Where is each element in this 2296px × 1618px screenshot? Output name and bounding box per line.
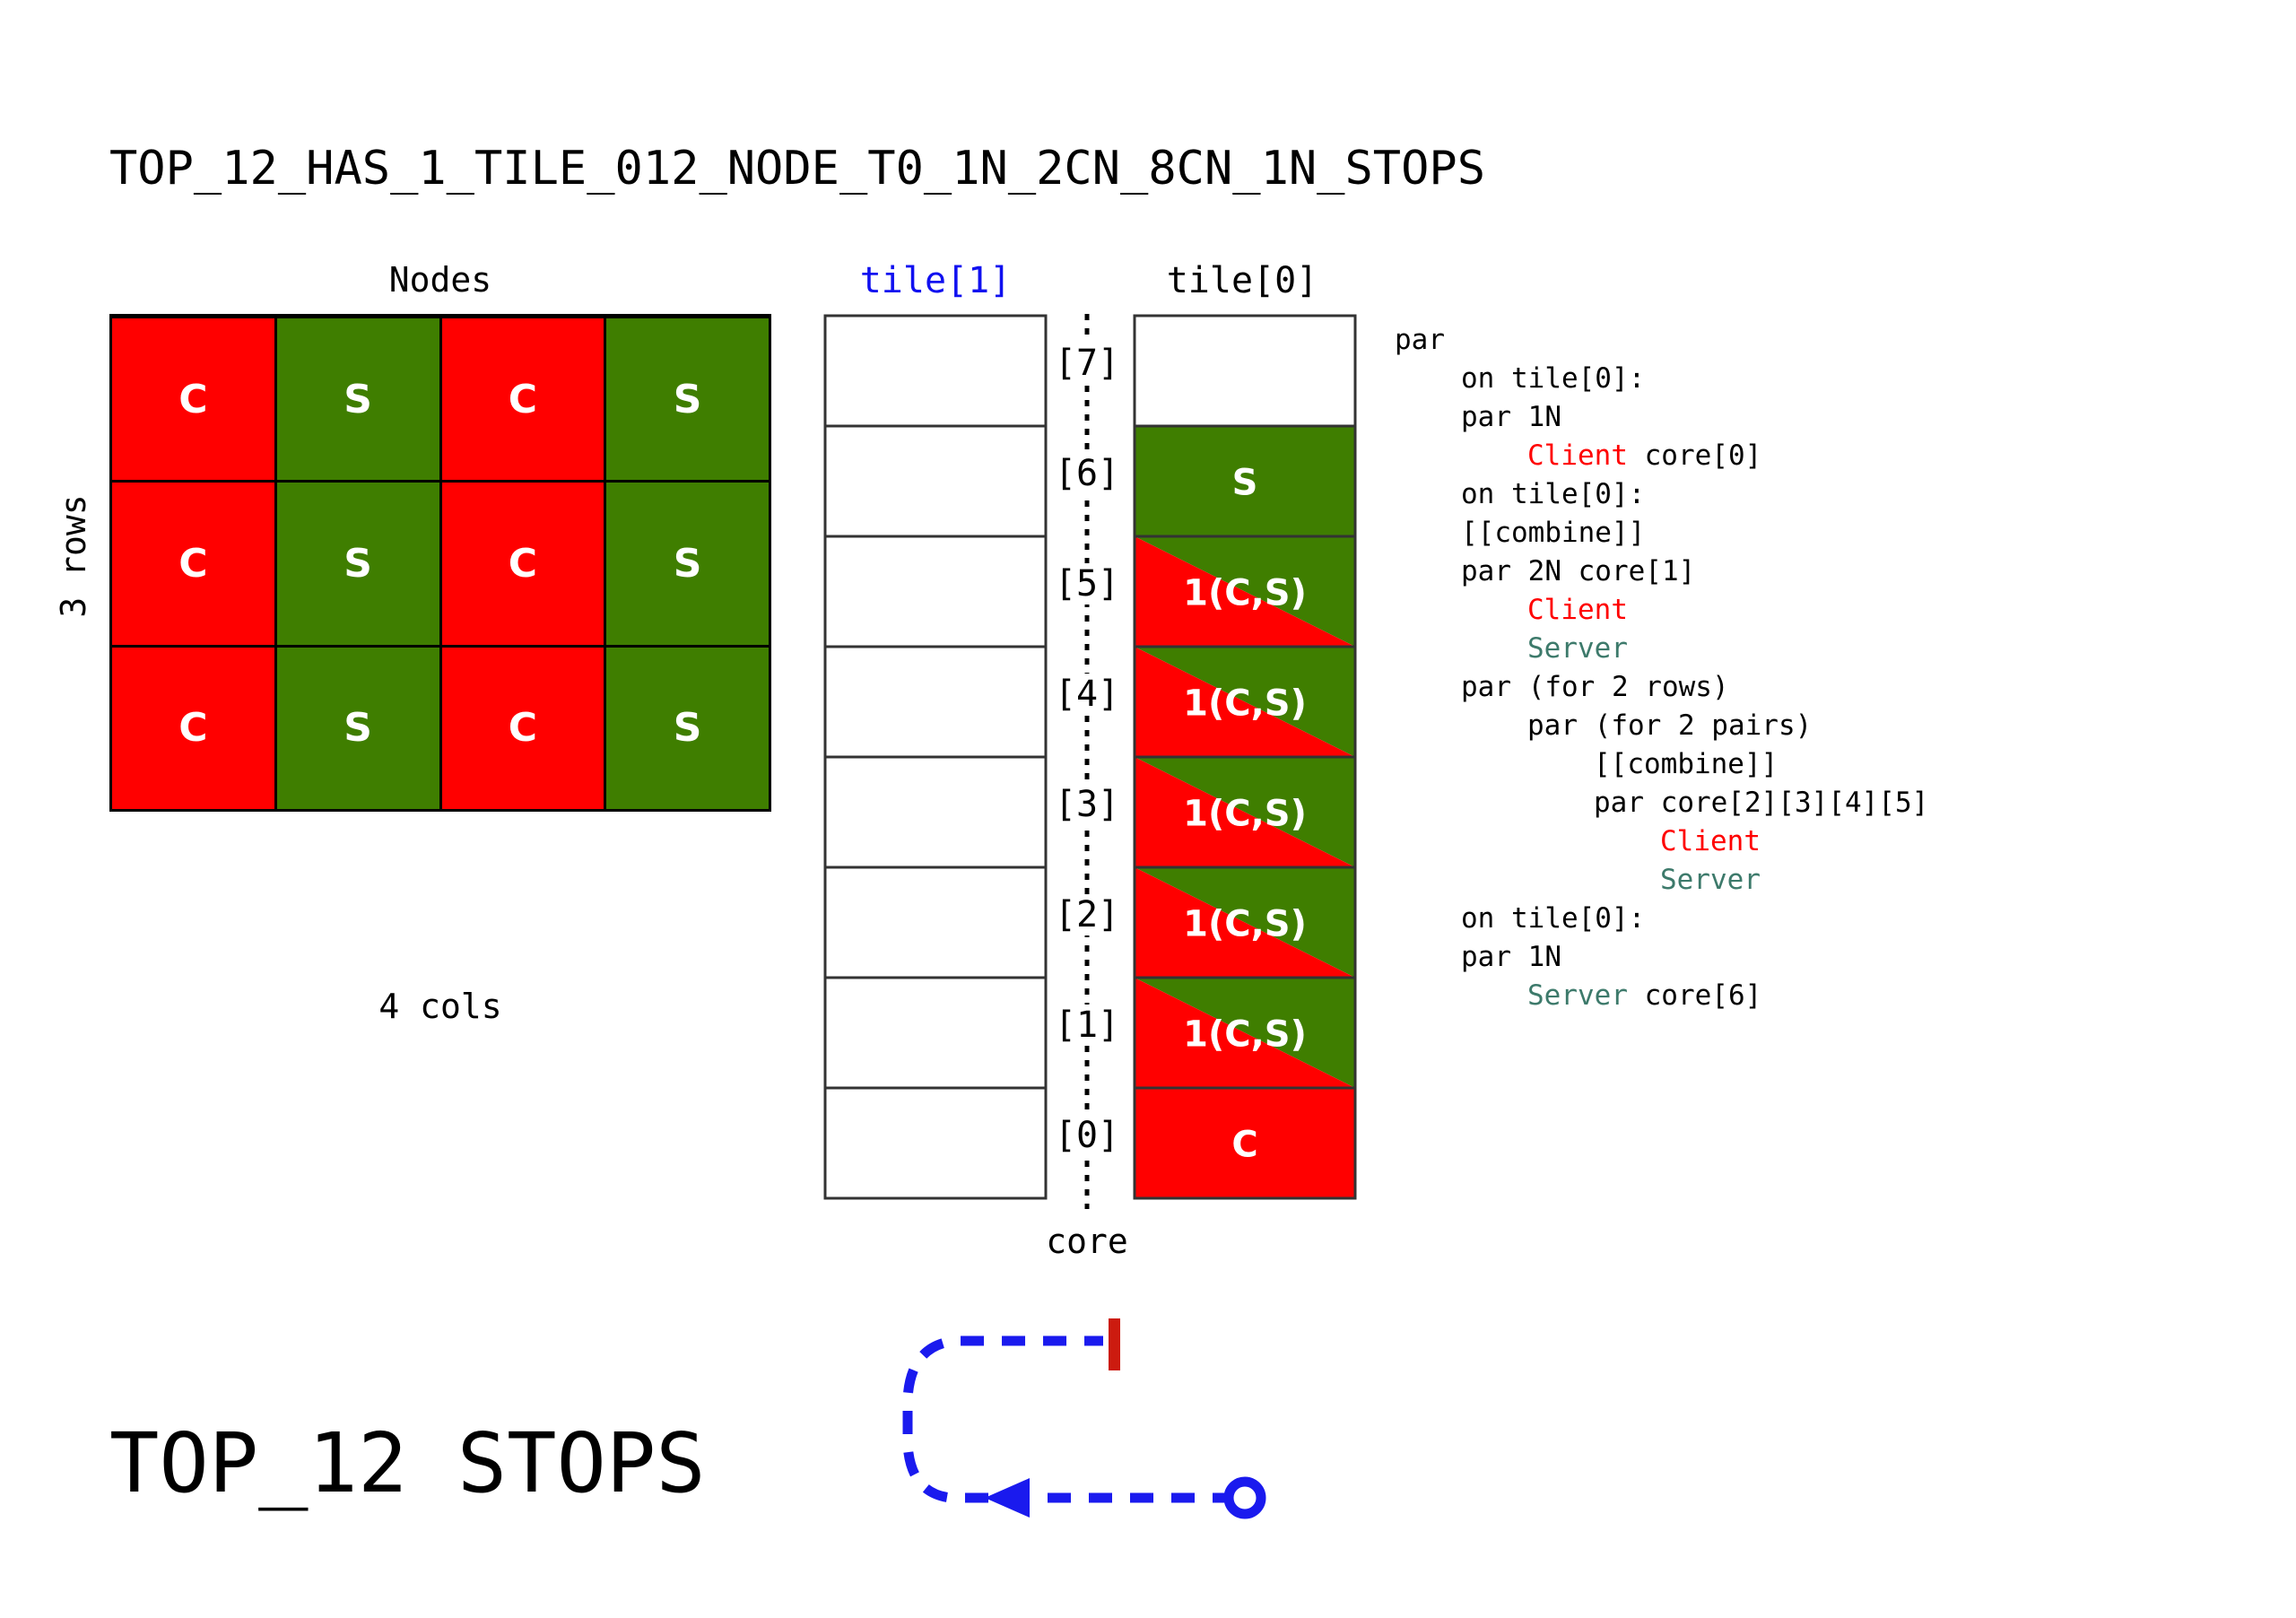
code-line: Client	[1395, 591, 1928, 630]
tile1-core-cell	[823, 976, 1048, 1090]
code-line: par (for 2 pairs)	[1395, 707, 1928, 745]
client-core-fill	[1135, 1088, 1355, 1198]
core-index-label: [3]	[1051, 784, 1123, 825]
core-index-label: [4]	[1051, 674, 1123, 715]
page-title: TOP_12_HAS_1_TILE_012_NODE_T0_1N_2CN_8CN…	[109, 142, 1486, 196]
code-text: core[0]	[1627, 439, 1762, 472]
code-line: Server	[1395, 630, 1928, 668]
core-index-label: [5]	[1051, 563, 1123, 605]
code-line: par core[2][3][4][5]	[1395, 784, 1928, 822]
code-line: par (for 2 rows)	[1395, 668, 1928, 707]
circle-start-icon	[1223, 1476, 1266, 1519]
core-index-label: [2]	[1051, 894, 1123, 935]
tile1-core-cell	[823, 645, 1048, 759]
tile0-core-text: 1(C,S)	[1183, 794, 1307, 835]
code-line: Server	[1395, 861, 1928, 900]
code-text: on tile[0]:	[1461, 362, 1646, 395]
code-text: par (for 2 pairs)	[1527, 709, 1813, 742]
client-half	[1135, 867, 1355, 978]
code-text: [[combine]]	[1594, 748, 1779, 780]
core-index-label: [6]	[1051, 453, 1123, 494]
server-node-cell: S	[606, 483, 771, 648]
tile1-label: tile[1]	[859, 260, 1012, 301]
client-node-cell: C	[112, 483, 277, 648]
server-node-cell: S	[276, 318, 442, 483]
code-text: par	[1395, 324, 1445, 356]
client-keyword: Client	[1527, 594, 1628, 626]
server-node-cell: S	[606, 647, 771, 812]
client-half	[1135, 757, 1355, 867]
client-half	[1135, 978, 1355, 1088]
code-line: on tile[0]:	[1395, 475, 1928, 514]
server-node-cell: S	[276, 483, 442, 648]
code-line: on tile[0]:	[1395, 900, 1928, 938]
server-keyword: Server	[1527, 632, 1628, 665]
stops-label: TOP_12 STOPS	[109, 1415, 706, 1511]
tile1-core-cell	[823, 755, 1048, 869]
tile0-core-text: 1(C,S)	[1183, 904, 1307, 945]
code-text: on tile[0]:	[1461, 902, 1646, 935]
client-half	[1135, 647, 1355, 757]
core-index-label: [0]	[1051, 1115, 1123, 1156]
tile0-core-text: 1(C,S)	[1183, 683, 1307, 725]
code-text: par 2N core[1]	[1461, 555, 1696, 587]
tile0-core-cell	[1133, 1086, 1357, 1200]
code-line: [[combine]]	[1395, 745, 1928, 784]
tile1-core-cell	[823, 535, 1048, 648]
client-node-cell: C	[441, 483, 607, 648]
code-text: [[combine]]	[1461, 517, 1646, 549]
server-keyword: Server	[1527, 979, 1628, 1012]
server-keyword: Server	[1660, 864, 1761, 896]
nodes-label: Nodes	[388, 260, 492, 300]
code-text: on tile[0]:	[1461, 478, 1646, 510]
code-line: par 1N	[1395, 938, 1928, 977]
arrowhead-icon	[985, 1478, 1030, 1518]
tile1-core-cell	[823, 1086, 1048, 1200]
tile1-core-cell	[823, 866, 1048, 979]
client-keyword: Client	[1660, 825, 1761, 857]
client-node-cell: C	[441, 647, 607, 812]
tile1-core-cell	[823, 424, 1048, 538]
tile0-core-text: S	[1232, 463, 1258, 504]
client-half	[1135, 536, 1355, 647]
code-text: par (for 2 rows)	[1461, 671, 1729, 703]
code-text: par 1N	[1461, 941, 1561, 973]
tile0-core-text: 1(C,S)	[1183, 1014, 1307, 1056]
cols-label: 4 cols	[378, 987, 502, 1026]
code-line: par 1N	[1395, 398, 1928, 437]
code-line: par	[1395, 321, 1928, 360]
code-line: Server core[6]	[1395, 977, 1928, 1015]
code-text: core[6]	[1627, 979, 1762, 1012]
client-keyword: Client	[1527, 439, 1628, 472]
core-index-label: [7]	[1051, 343, 1123, 384]
core-label: core	[1046, 1222, 1128, 1261]
tile0-core-text: 1(C,S)	[1183, 573, 1307, 614]
code-line: Client	[1395, 822, 1928, 861]
client-node-cell: C	[112, 318, 277, 483]
code-text: par 1N	[1461, 401, 1561, 433]
code-line: [[combine]]	[1395, 514, 1928, 552]
tile0-label: tile[0]	[1166, 260, 1318, 301]
stop-bar-icon	[1109, 1318, 1120, 1370]
code-line: Client core[0]	[1395, 437, 1928, 475]
empty-core-fill	[1135, 316, 1355, 426]
core-index-label: [1]	[1051, 1005, 1123, 1046]
code-line: par 2N core[1]	[1395, 552, 1928, 591]
code-text: par core[2][3][4][5]	[1594, 787, 1929, 819]
tile0-core-text: C	[1231, 1125, 1257, 1166]
server-core-fill	[1135, 426, 1355, 536]
code-line: on tile[0]:	[1395, 360, 1928, 398]
client-node-cell: C	[441, 318, 607, 483]
server-node-cell: S	[606, 318, 771, 483]
client-node-cell: C	[112, 647, 277, 812]
server-node-cell: S	[276, 647, 442, 812]
